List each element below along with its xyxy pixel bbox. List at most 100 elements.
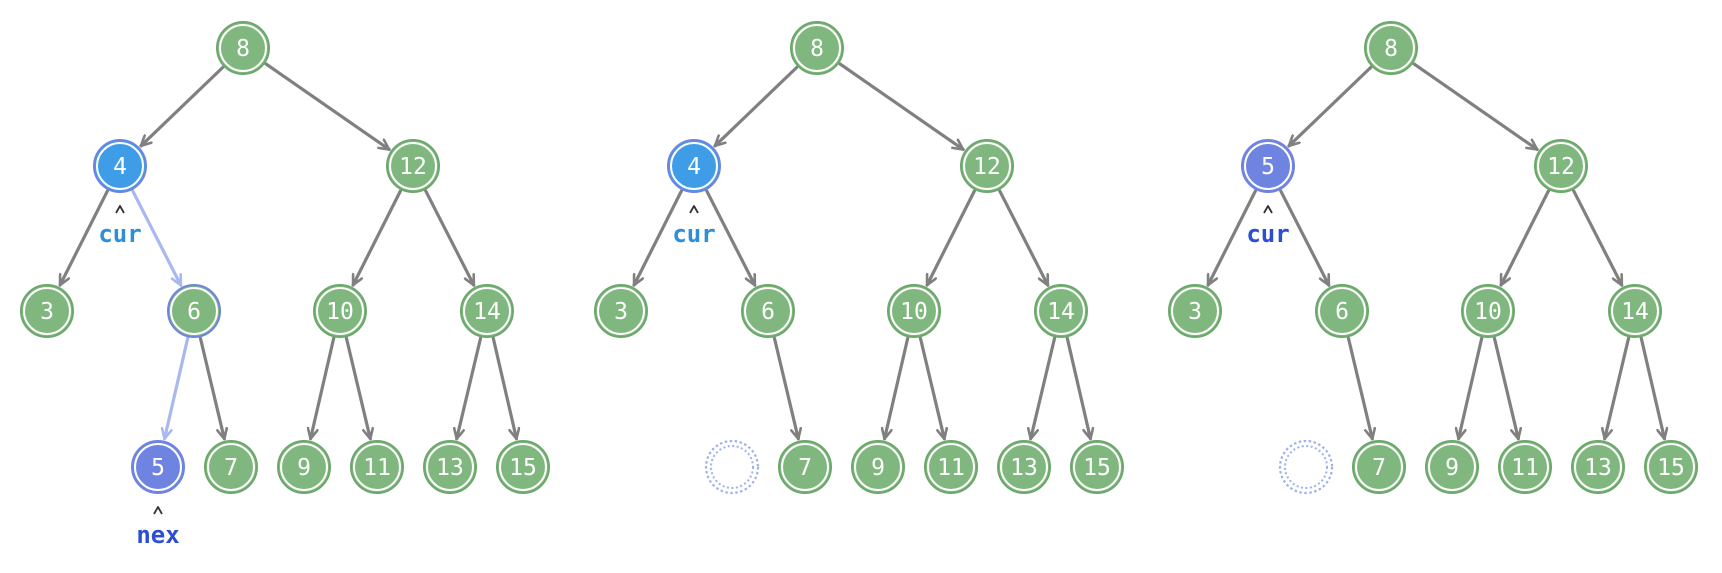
node-circle — [1168, 284, 1222, 338]
pointers: cur nex — [98, 205, 180, 549]
node-label: 13 — [436, 455, 464, 481]
edge-p1-4-p1-3 — [58, 189, 110, 287]
node-label: 15 — [1083, 455, 1111, 481]
edge-p3-5-p3-3 — [1206, 189, 1258, 287]
edge-p3-8-p3-12 — [1412, 62, 1539, 152]
node-circle — [960, 139, 1014, 193]
node-ring — [207, 443, 255, 491]
node-ring — [1574, 443, 1622, 491]
node-ring — [670, 142, 718, 190]
tree-node: 12 — [960, 139, 1014, 193]
node-circle — [496, 440, 550, 494]
node-label: 9 — [1445, 455, 1459, 481]
pointer-caret-icon — [1263, 205, 1273, 214]
node-label: 7 — [1372, 455, 1386, 481]
edge-p2-12-p2-10 — [925, 189, 977, 287]
edge-p2-14-p2-15 — [1065, 336, 1090, 441]
node-ring — [1037, 287, 1085, 335]
edge-p1-6-p1-7 — [198, 336, 224, 441]
node-label: 10 — [1474, 299, 1502, 325]
node-label: 14 — [1621, 299, 1649, 325]
edge-p1-10-p1-11 — [344, 336, 370, 441]
node-label: 12 — [1547, 154, 1575, 180]
tree-node: 7 — [204, 440, 258, 494]
tree-node: 6 — [741, 284, 795, 338]
pointer-label: nex — [136, 521, 179, 549]
tree-node: 14 — [1034, 284, 1088, 338]
node-ring — [1428, 443, 1476, 491]
edge-p2-8-p2-12 — [838, 62, 965, 152]
node-circle — [423, 440, 477, 494]
pointer-label: cur — [98, 220, 141, 248]
node-label: 11 — [1511, 455, 1539, 481]
node-circle — [667, 139, 721, 193]
node-circle — [790, 21, 844, 75]
pointer-caret-icon — [689, 205, 699, 214]
node-ring — [1611, 287, 1659, 335]
node-ring — [170, 287, 218, 335]
node-label: 9 — [297, 455, 311, 481]
node-circle — [1364, 21, 1418, 75]
node-label: 14 — [473, 299, 501, 325]
node-circle — [313, 284, 367, 338]
node-circle — [460, 284, 514, 338]
node-label: 7 — [798, 455, 812, 481]
edge-p3-5-p3-6 — [1279, 189, 1331, 287]
node-label: 8 — [236, 36, 250, 62]
node-label: 11 — [937, 455, 965, 481]
node-circle — [1461, 284, 1515, 338]
edges — [1206, 62, 1664, 441]
node-ring — [963, 142, 1011, 190]
node-label: 9 — [871, 455, 885, 481]
tree-node: 8 — [790, 21, 844, 75]
node-ring — [1355, 443, 1403, 491]
tree-node: 8 — [1364, 21, 1418, 75]
node-ring — [23, 287, 71, 335]
node-ring — [1367, 24, 1415, 72]
edge-p1-14-p1-15 — [491, 336, 516, 441]
node-ring — [793, 24, 841, 72]
node-label: 10 — [900, 299, 928, 325]
tree-node: 14 — [1608, 284, 1662, 338]
tree-node: 12 — [1534, 139, 1588, 193]
node-ring — [1647, 443, 1695, 491]
tree-node: 14 — [460, 284, 514, 338]
edge-p1-10-p1-9 — [311, 336, 336, 441]
edge-p1-6-p1-5 — [165, 336, 190, 441]
pointer-caret-icon — [115, 205, 125, 214]
node-ring — [219, 24, 267, 72]
node-ring — [96, 142, 144, 190]
node-circle — [1352, 440, 1406, 494]
node-ring — [280, 443, 328, 491]
edge-p1-12-p1-14 — [424, 189, 476, 287]
edge-p2-8-p2-4 — [713, 65, 799, 148]
empty-slot-inner — [710, 445, 754, 489]
tree-node: 11 — [350, 440, 404, 494]
node-circle — [216, 21, 270, 75]
tree-node: 13 — [997, 440, 1051, 494]
node-circle — [997, 440, 1051, 494]
edge-p2-4-p2-3 — [632, 189, 684, 287]
node-ring — [1000, 443, 1048, 491]
node-ring — [389, 142, 437, 190]
tree-node — [704, 439, 760, 495]
node-circle — [1425, 440, 1479, 494]
node-ring — [1318, 287, 1366, 335]
tree-node: 15 — [1070, 440, 1124, 494]
tree-node: 13 — [423, 440, 477, 494]
edge-p2-4-p2-6 — [705, 189, 757, 287]
edge-p1-8-p1-12 — [264, 62, 391, 152]
node-ring — [134, 443, 182, 491]
node-circle — [386, 139, 440, 193]
node-circle — [20, 284, 74, 338]
node-ring — [744, 287, 792, 335]
tree-node: 3 — [594, 284, 648, 338]
node-label: 11 — [363, 455, 391, 481]
empty-slot-outer — [1278, 439, 1334, 495]
node-ring — [1171, 287, 1219, 335]
edge-p3-10-p3-11 — [1492, 336, 1518, 441]
